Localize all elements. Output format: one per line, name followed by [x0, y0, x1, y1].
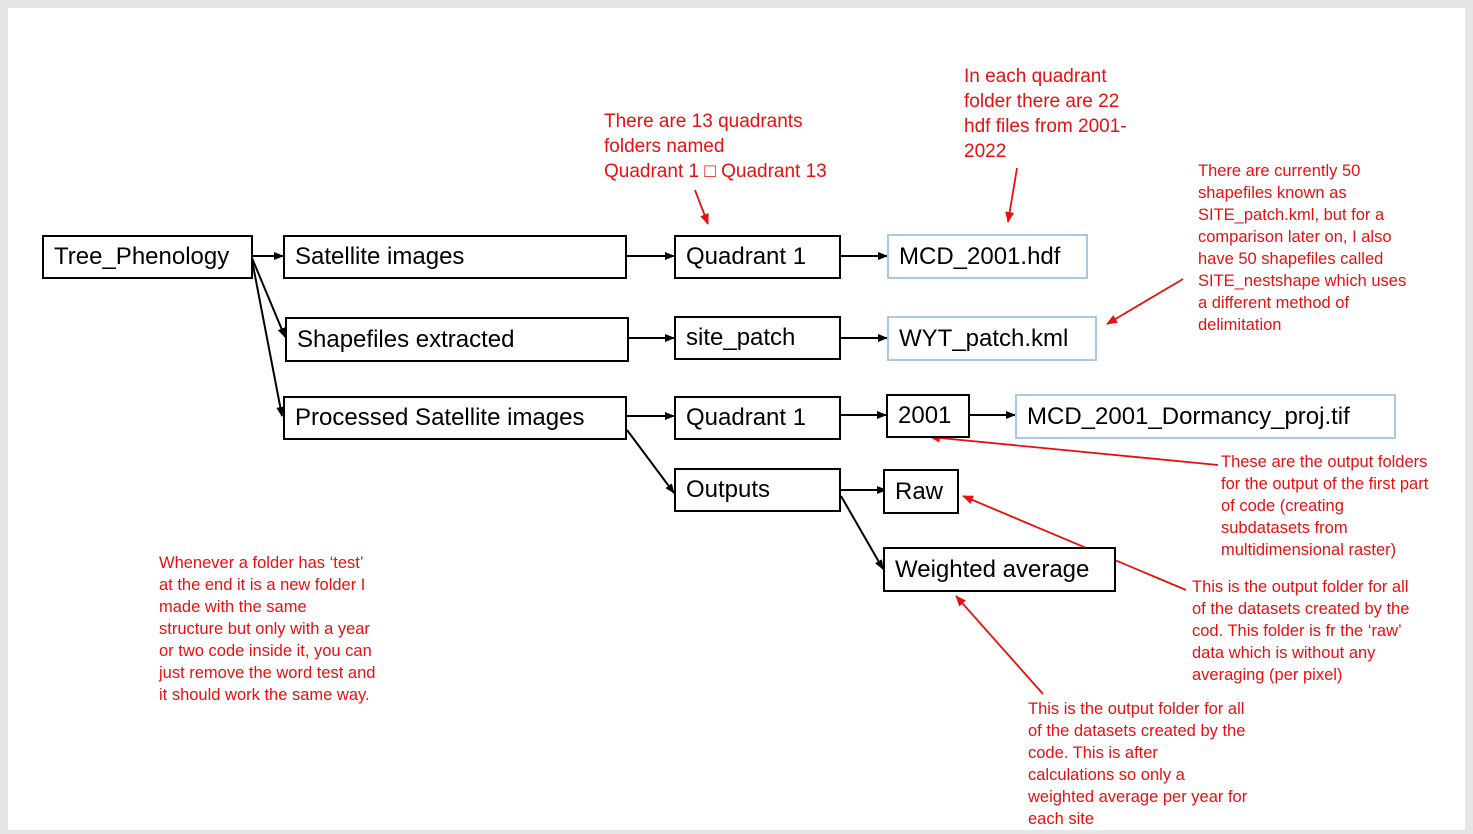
- output-folders-note: These are the output folders for the out…: [1221, 453, 1429, 559]
- arrow-outputs-to-weighted: [840, 495, 884, 570]
- red-arrow-output-folders-note: [929, 433, 1219, 466]
- processed-satellite-images-box: Processed Satellite images: [283, 396, 627, 440]
- satellite-images-box: Satellite images: [283, 235, 627, 279]
- weighted-folder-note: This is the output folder for all of the…: [1028, 700, 1248, 828]
- shapefiles-extracted-box: Shapefiles extracted: [285, 317, 629, 362]
- arrow-tree-to-shapefiles: [251, 257, 286, 338]
- red-arrow-weighted-note: [955, 595, 1044, 695]
- weighted-average-box: Weighted average: [883, 547, 1116, 592]
- year-2001-box: 2001: [886, 394, 970, 438]
- hdf-files-note: In each quadrant folder there are 22 hdf…: [964, 66, 1127, 162]
- tree-phenology-box: Tree_Phenology: [42, 235, 253, 279]
- red-arrow-hdf-note: [1005, 167, 1018, 223]
- quadrant-1-processed-box: Quadrant 1: [674, 396, 841, 440]
- site-patch-box: site_patch: [674, 316, 841, 360]
- red-arrow-quadrants-note: [694, 189, 709, 225]
- mcd-2001-hdf-box: MCD_2001.hdf: [887, 234, 1088, 279]
- quadrant-1-satellite-box: Quadrant 1: [674, 235, 841, 279]
- dormancy-tif-box: MCD_2001_Dormancy_proj.tif: [1015, 394, 1396, 439]
- red-arrow-shapefiles-note: [1106, 278, 1184, 325]
- test-folder-note: Whenever a folder has ‘test’ at the end …: [159, 554, 376, 704]
- quadrants-note: There are 13 quadrants folders named Qua…: [604, 111, 827, 182]
- wyt-patch-kml-box: WYT_patch.kml: [887, 316, 1097, 361]
- arrow-processed-to-outputs: [626, 429, 675, 494]
- outputs-box: Outputs: [674, 468, 841, 512]
- raw-folder-note: This is the output folder for all of the…: [1192, 578, 1410, 684]
- raw-box: Raw: [883, 469, 959, 514]
- red-arrow-raw-note: [962, 495, 1187, 591]
- shapefiles-note: There are currently 50 shapefiles known …: [1198, 162, 1407, 334]
- arrow-tree-to-processed: [251, 259, 285, 417]
